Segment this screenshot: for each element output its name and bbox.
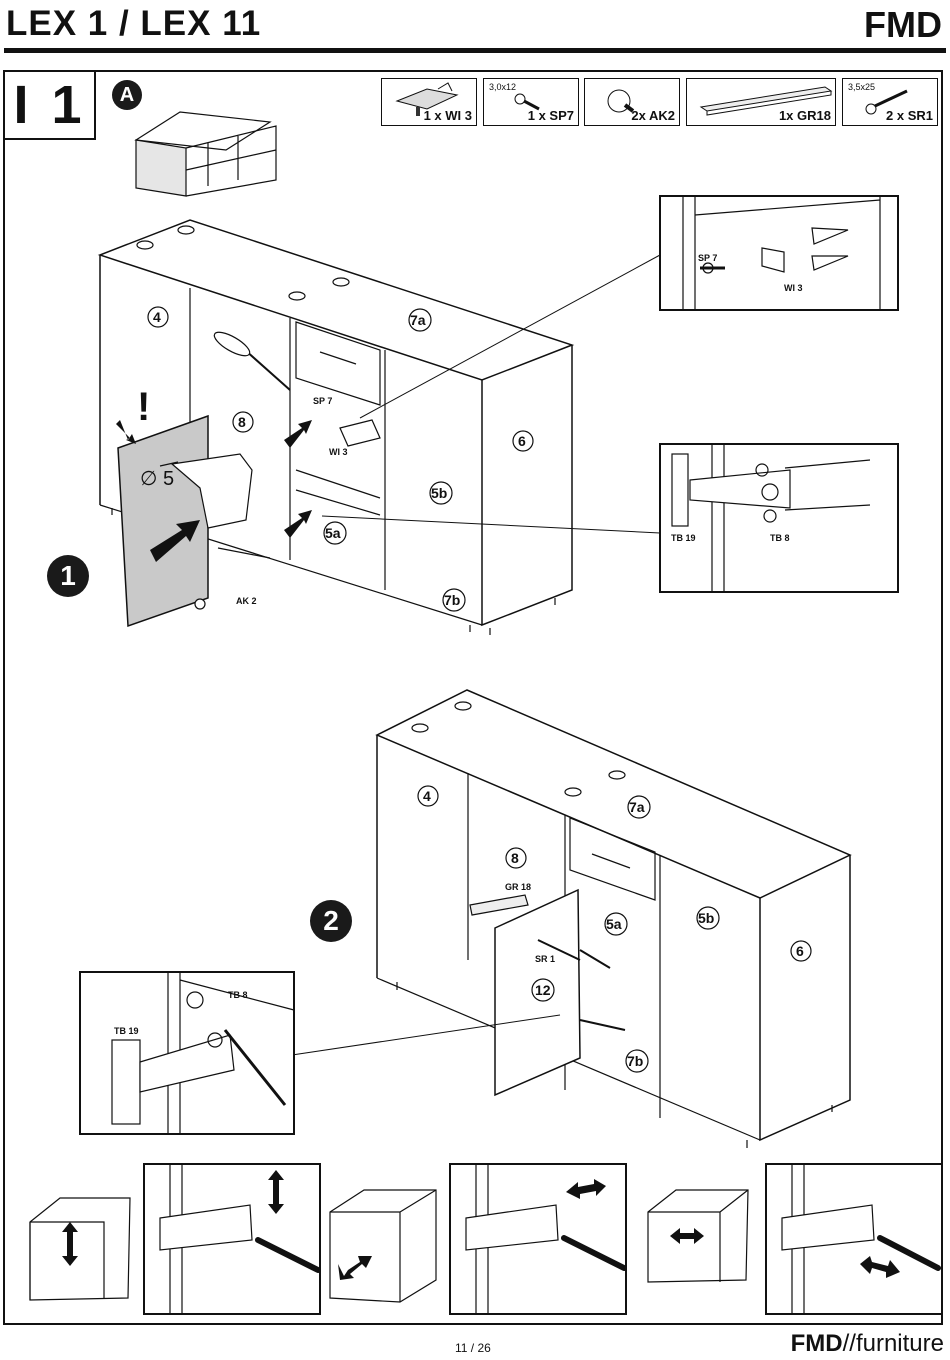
part-label: 1 x SP7 (527, 108, 574, 123)
sub-step-badge: A (112, 80, 142, 110)
detail-label-sp7: SP 7 (698, 253, 718, 263)
part-gr18: 1x GR18 (686, 78, 836, 126)
detail-label-tb8: TB 8 (770, 533, 790, 543)
detail-label-wi3: WI 3 (784, 283, 803, 293)
detail-label-tb19: TB 19 (671, 533, 696, 543)
brand-logo-text: FMD (864, 4, 942, 45)
part-ak2: 2x AK2 (584, 78, 680, 126)
label-panel-8: 8 (511, 850, 519, 866)
part-spec: 3,5x25 (848, 82, 876, 92)
label-panel-5a: 5a (606, 916, 622, 932)
label-panel-7a: 7a (629, 799, 645, 815)
part-spec: 3,0x12 (489, 82, 517, 92)
adjustment-row (29, 1163, 943, 1315)
label-panel-5b: 5b (698, 910, 715, 926)
drill-diameter: ∅ 5 (140, 468, 175, 490)
part-label: 2 x SR1 (886, 108, 933, 123)
label-panel-6: 6 (518, 433, 526, 449)
label-ak2: AK 2 (236, 596, 257, 606)
sideboard-figure-1 (97, 219, 575, 635)
label-gr18: GR 18 (505, 882, 532, 892)
label-panel-12: 12 (535, 982, 551, 998)
step-code: I 1 (3, 70, 96, 140)
small-screw-icon (514, 93, 540, 111)
label-panel-8: 8 (238, 414, 246, 430)
label-wi3: WI 3 (329, 447, 348, 457)
label-panel-4: 4 (423, 788, 431, 804)
thumbnail-sideboard (134, 111, 277, 197)
footer-brand: FMD//furniture (791, 1330, 944, 1358)
document-title: LEX 1 / LEX 11 (6, 4, 262, 43)
detail-label-tb19: TB 19 (114, 1026, 139, 1036)
label-panel-7b: 7b (444, 592, 461, 608)
part-sr1: 3,5x25 2 x SR1 (842, 78, 938, 126)
part-label: 1 x WI 3 (423, 108, 472, 123)
content-frame (3, 70, 943, 1325)
step-badge-2: 2 (310, 900, 352, 942)
knob-icon (607, 89, 635, 113)
part-wi3: 1 x WI 3 (381, 78, 477, 126)
part-label: 2x AK2 (631, 108, 675, 123)
hinge-plate-icon (395, 82, 459, 116)
detail-label-tb8: TB 8 (228, 990, 248, 1000)
footer-brand-rest: //furniture (842, 1330, 944, 1357)
direction-arrows (62, 420, 900, 1280)
page-number: 11 / 26 (455, 1341, 491, 1355)
footer-brand-bold: FMD (790, 1330, 843, 1357)
label-panel-7a: 7a (410, 312, 426, 328)
label-panel-7b: 7b (627, 1053, 644, 1069)
step-badge-1: 1 (47, 555, 89, 597)
warning-mark: ! (137, 385, 151, 429)
label-panel-5a: 5a (325, 525, 341, 541)
label-panel-5b: 5b (431, 485, 448, 501)
part-label: 1x GR18 (778, 108, 831, 123)
handle-bar-icon (699, 86, 833, 116)
long-screw-icon (865, 89, 908, 115)
part-sp7: 3,0x12 1 x SP7 (483, 78, 579, 126)
header-rule (4, 48, 946, 53)
label-sp7: SP 7 (313, 396, 333, 406)
label-panel-6: 6 (796, 943, 804, 959)
label-panel-4: 4 (153, 309, 161, 325)
label-sr1: SR 1 (535, 954, 556, 964)
